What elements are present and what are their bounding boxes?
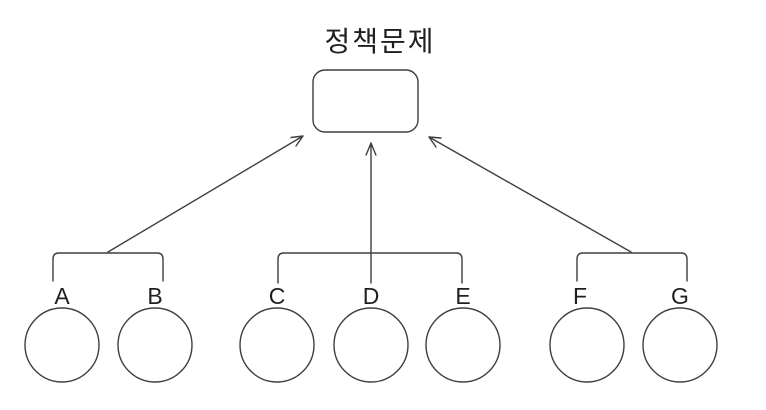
label-f: F (573, 283, 587, 309)
bracket-group1 (52, 252, 164, 282)
arrow-group1-to-box-icon (107, 135, 304, 253)
circle-d (333, 307, 409, 383)
arrow-group3-to-box-icon (428, 136, 632, 253)
label-c: C (269, 283, 286, 309)
circle-b (117, 307, 193, 383)
diagram-title: 정책문제 (324, 26, 435, 57)
circle-f (549, 307, 625, 383)
circle-a (24, 307, 100, 383)
label-d: D (363, 283, 380, 309)
circle-e (425, 307, 501, 383)
policy-problem-box (312, 69, 419, 133)
arrow-group2-to-box-icon (365, 142, 377, 254)
label-g: G (671, 283, 689, 309)
bracket-group2 (277, 252, 463, 284)
circle-g (642, 307, 718, 383)
label-b: B (147, 283, 162, 309)
label-e: E (455, 283, 470, 309)
circle-c (239, 307, 315, 383)
bracket-group3 (576, 252, 688, 282)
label-a: A (54, 283, 70, 309)
